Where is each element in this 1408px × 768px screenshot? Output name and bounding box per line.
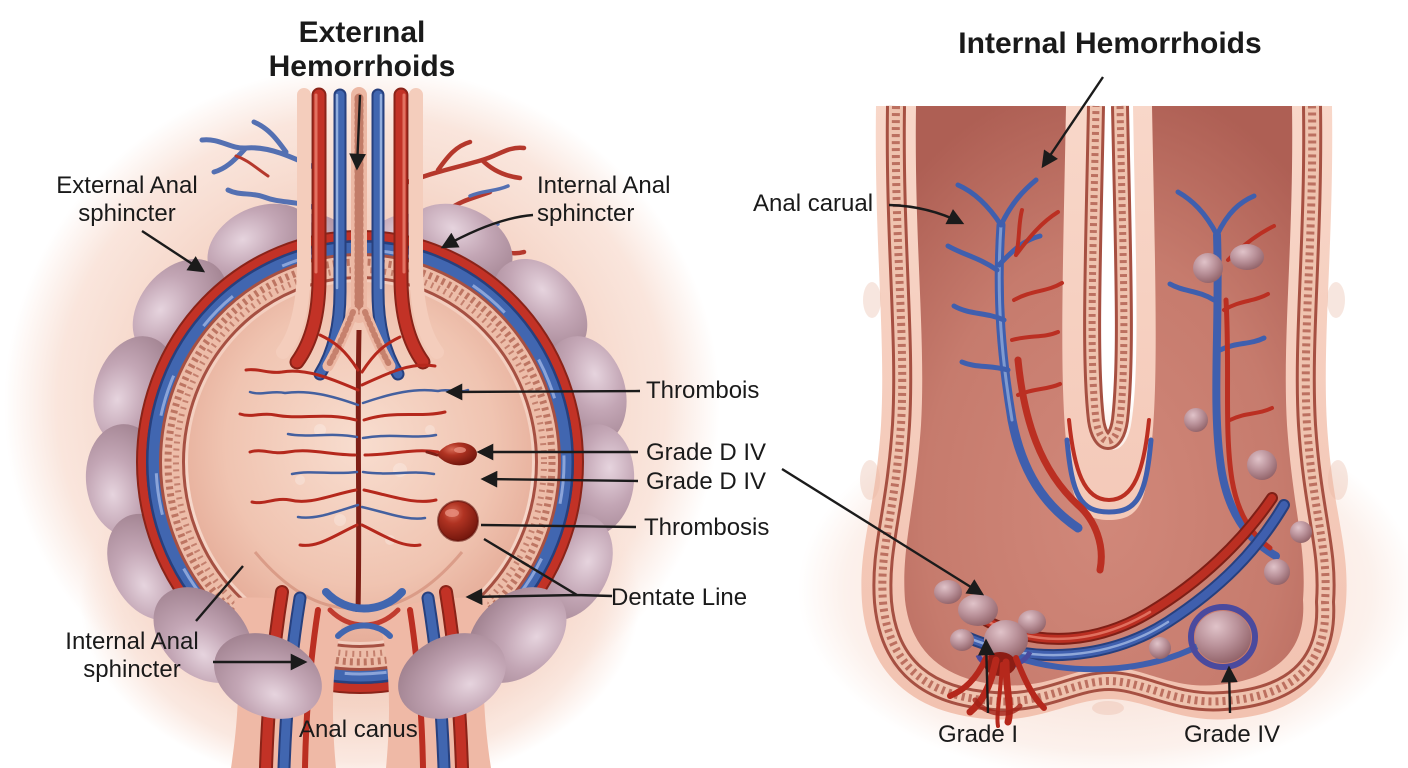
leader-internal-anal-sphincter-bottom-up: [195, 565, 244, 622]
prolapsed-vessels: [947, 652, 1047, 728]
leader-anal-canal: [888, 203, 965, 225]
leader-dentate-line: [468, 537, 613, 597]
internal-hemorrhoid-lumps-right-column: [1184, 244, 1277, 480]
leader-title-internal: [1041, 76, 1104, 169]
leader-grade-iv: [1220, 665, 1238, 714]
title-external-hemorrhoids: Exterınal Hemorrhoids: [268, 16, 456, 83]
leader-internal-anal-sphincter-top: [440, 213, 534, 249]
radiating-arteries: [238, 333, 447, 547]
sphincter-muscle-ring-bottom: [153, 587, 567, 719]
leader-grade-d-iv-2-right: [781, 467, 985, 596]
skin-texture: [860, 282, 1348, 715]
mucosa-band-inner-u: [1083, 105, 1133, 450]
midline-raphe: [355, 329, 362, 613]
dentate-vessels-on-fold: [1064, 418, 1154, 515]
label-anal-canal: Anal carual: [753, 190, 874, 217]
vein-branches-upper-left: [199, 119, 323, 213]
right-illustration-internal-hemorrhoids: [798, 105, 1408, 768]
thrombosed-hemorrhoid-teardrop: [425, 442, 477, 466]
leader-title-external: [349, 94, 366, 171]
leader-lines: [141, 76, 1238, 714]
label-grade-d-iv-2: Grade D IV: [646, 468, 767, 495]
radiating-veins: [248, 388, 470, 520]
mucosa-band-outer: [872, 105, 1336, 712]
label-grade-i: Grade I: [938, 721, 1019, 748]
label-dentate-line: Dentate Line: [611, 584, 748, 611]
leader-grade-d-iv-2-left: [480, 470, 639, 488]
thrombosed-hemorrhoid-round: [437, 500, 479, 542]
label-internal-anal-sphincter-top: Internal Anal sphincter: [537, 172, 671, 227]
leader-thrombois: [445, 383, 641, 401]
leader-grade-i: [977, 638, 995, 714]
leader-external-anal-sphincter: [141, 229, 206, 273]
grade-i-hemorrhoid-cluster: [934, 580, 1046, 670]
label-thrombois: Thrombois: [646, 377, 760, 404]
label-grade-iv: Grade IV: [1184, 721, 1281, 748]
label-grade-d-iv-1: Grade D IV: [646, 439, 767, 466]
bottom-swoop-vessels: [956, 492, 1290, 673]
label-anal-canus: Anal canus: [299, 716, 418, 743]
leader-thrombosis: [480, 523, 637, 529]
label-external-anal-sphincter: External Anal sphincter: [56, 172, 198, 227]
label-internal-anal-sphincter-bottom: Internal Anal sphincter: [65, 628, 199, 683]
left-column-vessels: [945, 177, 1105, 574]
left-illustration-external-hemorrhoids: [4, 65, 720, 768]
grade-iv-hemorrhoid-lump: [1149, 521, 1312, 670]
label-thrombosis: Thrombosis: [644, 514, 770, 541]
title-internal-hemorrhoids: Internal Hemorrhoids: [958, 27, 1262, 60]
